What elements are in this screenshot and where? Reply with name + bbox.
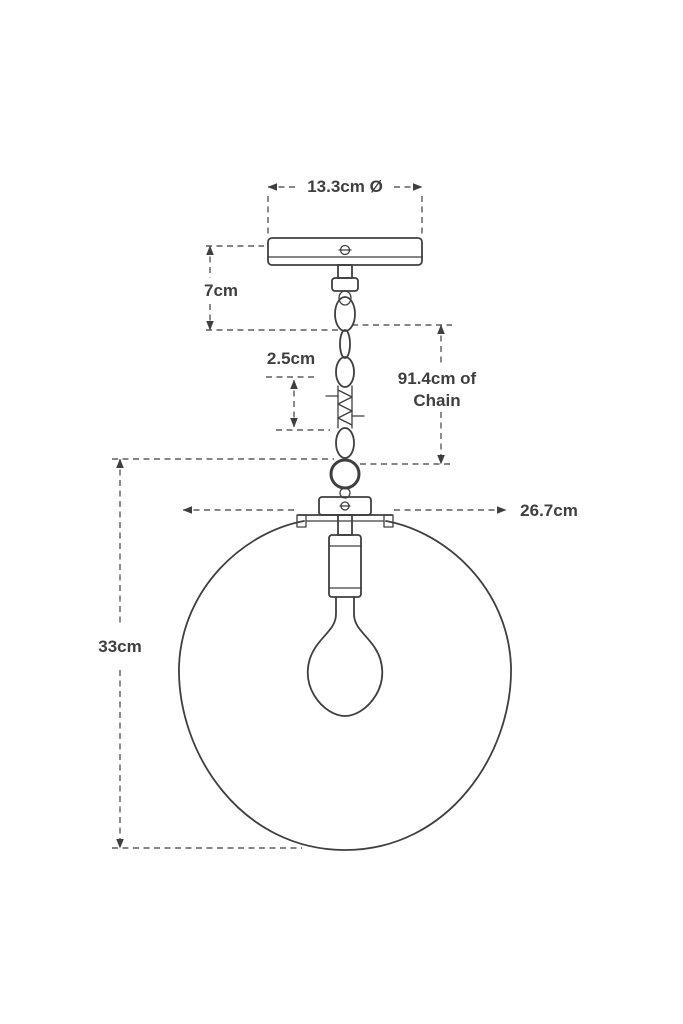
hanging-ring bbox=[329, 458, 361, 490]
canopy-stem bbox=[337, 264, 353, 279]
socket-body bbox=[328, 534, 362, 598]
dim-canopy-height: 7cm bbox=[204, 245, 338, 331]
ring-knot bbox=[339, 487, 351, 499]
dim-chain-link: 2.5cm bbox=[266, 349, 330, 431]
canopy-collar bbox=[331, 277, 359, 292]
glass-globe-shade bbox=[178, 520, 512, 851]
ceiling-canopy bbox=[267, 237, 423, 292]
label-chain-length-line1: 91.4cm of bbox=[398, 369, 477, 388]
chain-link bbox=[335, 356, 355, 388]
label-chain-length-line2: Chain bbox=[413, 391, 460, 410]
canopy-body bbox=[267, 237, 423, 266]
chain-link bbox=[334, 296, 356, 332]
label-shade-width: 26.7cm bbox=[520, 501, 578, 520]
label-chain-link-size: 2.5cm bbox=[267, 349, 315, 368]
chain-link bbox=[335, 427, 355, 459]
globe-outline bbox=[178, 520, 512, 851]
dim-shade-width: 26.7cm bbox=[182, 501, 578, 520]
dim-overall-height: 33cm bbox=[98, 458, 334, 849]
label-canopy-diameter: 13.3cm Ø bbox=[307, 177, 383, 196]
lamp-socket bbox=[328, 514, 362, 598]
socket-neck bbox=[337, 514, 353, 536]
dim-chain-length: 91.4cm of Chain bbox=[352, 324, 477, 465]
bulb-outline bbox=[306, 596, 384, 717]
wrap-coil bbox=[337, 389, 353, 426]
label-overall-height: 33cm bbox=[98, 637, 141, 656]
dim-canopy-diameter: 13.3cm Ø bbox=[267, 177, 423, 234]
chain-link bbox=[339, 329, 351, 359]
light-bulb bbox=[306, 596, 384, 717]
chain-wire-wrap bbox=[325, 385, 365, 429]
chain-connector bbox=[338, 290, 352, 306]
shade-fitter bbox=[296, 496, 394, 528]
label-canopy-height: 7cm bbox=[204, 281, 238, 300]
hanging-chain bbox=[325, 290, 365, 499]
